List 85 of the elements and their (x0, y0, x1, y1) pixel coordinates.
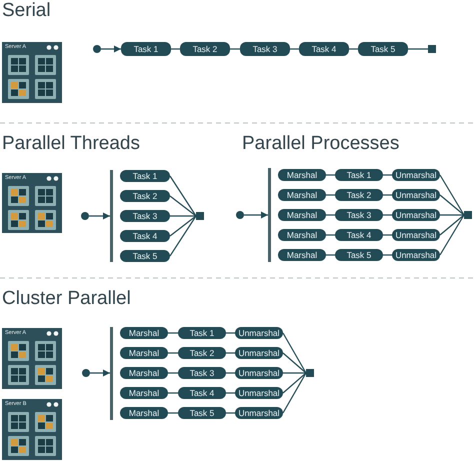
task-pill: Task 3 (178, 367, 226, 379)
end-square (464, 211, 472, 219)
task-pill: Task 1 (121, 42, 171, 56)
connector-line (440, 214, 464, 216)
task-pill: Task 5 (358, 42, 408, 56)
connector-line (408, 48, 428, 50)
connector-line (168, 332, 178, 334)
task-pill: Marshal (278, 209, 326, 221)
task-pill: Task 5 (178, 407, 226, 419)
section-title: Serial (2, 0, 51, 22)
end-square (196, 212, 204, 220)
connector-line (439, 214, 465, 256)
task-pill: Task 2 (120, 190, 170, 202)
task-pill: Marshal (120, 407, 168, 419)
task-pill: Marshal (120, 347, 168, 359)
task-pill: Unmarshal (235, 327, 283, 339)
start-dot (82, 369, 90, 377)
task-pill: Task 5 (335, 249, 383, 261)
task-pill: Unmarshal (392, 209, 440, 221)
task-pill: Task 2 (335, 189, 383, 201)
start-dot (236, 211, 244, 219)
connector-line (282, 372, 306, 394)
section-title: Parallel Threads (2, 133, 140, 155)
start-dot (81, 212, 89, 220)
connector-line (439, 174, 465, 216)
connector-line (170, 215, 196, 217)
task-pill: Unmarshal (392, 189, 440, 201)
arrow (89, 212, 110, 220)
connector-line (168, 372, 178, 374)
arrow (244, 212, 268, 218)
connector-line (168, 412, 178, 414)
connector-line (170, 216, 196, 236)
task-pill: Marshal (278, 249, 326, 261)
arrow (90, 370, 110, 376)
connector-line (170, 196, 196, 216)
task-pill: Task 4 (335, 229, 383, 241)
section-title: Parallel Processes (242, 133, 400, 155)
fork-bar (110, 170, 113, 262)
task-pill: Task 2 (178, 347, 226, 359)
connector-line (170, 216, 196, 256)
connector-line (282, 372, 307, 414)
connector-line (440, 214, 464, 236)
task-pill: Marshal (120, 387, 168, 399)
task-pill: Task 1 (120, 170, 170, 182)
task-pill: Unmarshal (392, 229, 440, 241)
end-square (428, 45, 436, 53)
task-pill: Task 2 (180, 42, 230, 56)
task-pill: Task 4 (120, 230, 170, 242)
connector-line (168, 352, 178, 354)
connector-line (282, 332, 307, 374)
task-pill: Unmarshal (392, 249, 440, 261)
task-pill: Unmarshal (235, 347, 283, 359)
task-pill: Task 3 (120, 210, 170, 222)
server-box (2, 173, 62, 233)
task-pill: Unmarshal (235, 367, 283, 379)
connector-line (230, 48, 240, 50)
connector-line (282, 352, 306, 374)
task-pill: Marshal (278, 189, 326, 201)
task-pill: Unmarshal (392, 169, 440, 181)
task-pill: Unmarshal (235, 407, 283, 419)
connector-line (170, 176, 196, 216)
server-box (2, 399, 62, 460)
task-pill: Task 4 (178, 387, 226, 399)
fork-bar (110, 327, 113, 420)
start-dot (93, 45, 101, 53)
task-pill: Marshal (278, 229, 326, 241)
task-pill: Marshal (120, 327, 168, 339)
task-pill: Marshal (278, 169, 326, 181)
task-pill: Task 1 (335, 169, 383, 181)
server-box (2, 328, 62, 389)
fork-bar (268, 168, 271, 262)
server-box (2, 42, 62, 103)
end-square (306, 369, 314, 377)
connector-line (283, 372, 306, 374)
section-title: Cluster Parallel (2, 288, 131, 310)
task-pill: Task 4 (299, 42, 349, 56)
task-pill: Task 1 (178, 327, 226, 339)
arrow (101, 46, 121, 52)
task-pill: Marshal (120, 367, 168, 379)
connector-line (168, 392, 178, 394)
task-pill: Task 3 (240, 42, 290, 56)
task-pill: Task 5 (120, 250, 170, 262)
connector-line (440, 194, 464, 216)
task-pill: Task 3 (335, 209, 383, 221)
task-pill: Unmarshal (235, 387, 283, 399)
